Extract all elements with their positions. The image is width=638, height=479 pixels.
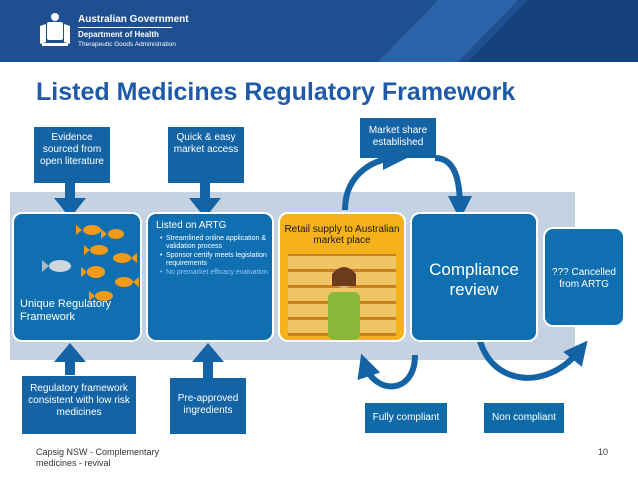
retail-panel: Retail supply to Australian market place <box>278 212 406 342</box>
unique-framework-label: Unique Regulatory Framework <box>20 298 112 323</box>
down-arrow-quick-access <box>189 198 221 218</box>
unique-framework-panel: Unique Regulatory Framework <box>12 212 142 342</box>
down-arrow-evidence <box>54 198 86 218</box>
department-name: Department of Health <box>78 30 159 39</box>
evidence-box: Evidence sourced from open literature <box>34 127 110 183</box>
government-name: Australian Government <box>78 14 189 25</box>
market-share-box: Market share established <box>360 118 436 158</box>
page-title: Listed Medicines Regulatory Framework <box>36 78 516 106</box>
artg-point: No premarket efficacy evaluation <box>160 269 268 277</box>
header-rule <box>78 27 172 28</box>
regulatory-framework-label: Regulatory framework consistent with low… <box>28 383 130 418</box>
up-arrow-pre-approved <box>192 343 224 362</box>
compliance-label: Compliance review <box>429 260 519 299</box>
artg-point: Streamlined online application & validat… <box>160 235 268 251</box>
shopper-figure-image <box>328 267 360 340</box>
quick-access-box: Quick & easy market access <box>168 127 244 183</box>
pre-approved-box: Pre-approved ingredients <box>170 378 246 434</box>
goldfish-school-image <box>42 225 139 301</box>
evidence-label: Evidence sourced from open literature <box>40 132 104 167</box>
footer-source: Capsig NSW - Complementary medicines - r… <box>36 447 160 468</box>
compliance-panel: Compliance review <box>410 212 538 342</box>
regulatory-framework-box: Regulatory framework consistent with low… <box>22 376 136 434</box>
cancelled-box: ??? Cancelled from ARTG <box>543 227 625 327</box>
fully-compliant-label: Fully compliant <box>372 412 440 423</box>
artg-point: Sponsor certify meets legislation requir… <box>160 252 268 268</box>
agency-name: Therapeutic Goods Administration <box>78 41 176 48</box>
pre-approved-label: Pre-approved ingredients <box>177 393 239 416</box>
quick-access-label: Quick & easy market access <box>173 132 239 155</box>
page-number: 10 <box>598 447 609 457</box>
retail-label: Retail supply to Australian market place <box>284 224 400 246</box>
artg-title: Listed on ARTG <box>156 220 227 231</box>
artg-points-list: Streamlined online application & validat… <box>152 235 268 277</box>
market-share-label: Market share established <box>368 125 428 148</box>
cancelled-label: ??? Cancelled from ARTG <box>552 267 616 290</box>
coat-of-arms-icon <box>40 13 70 46</box>
artg-panel: Listed on ARTG Streamlined online applic… <box>146 212 274 342</box>
non-compliant-label: Non compliant <box>492 412 556 423</box>
header-stripe-graphic <box>378 0 638 62</box>
up-arrow-regulatory <box>54 343 86 362</box>
fully-compliant-box: Fully compliant <box>365 403 447 433</box>
header-bar: Australian Government Department of Heal… <box>0 0 638 62</box>
non-compliant-box: Non compliant <box>484 403 564 433</box>
